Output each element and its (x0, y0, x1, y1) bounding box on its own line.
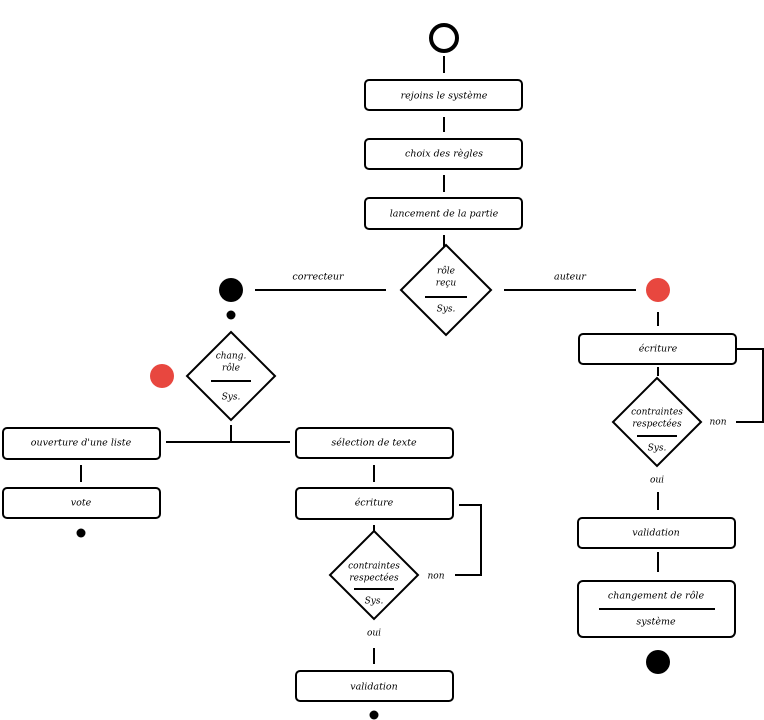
activity-label: rejoins le système (401, 91, 488, 102)
decision-line1: contraintes (631, 408, 683, 418)
decision-constraints-corrector: contraintes respectées Sys. (328, 529, 420, 621)
merge-node-icon (219, 278, 243, 302)
activity-joins-system: rejoins le système (364, 79, 523, 111)
activity-label: lancement de la partie (390, 209, 499, 220)
connectors (80, 56, 764, 664)
activity-open-list: ouverture d'une liste (2, 427, 161, 460)
activity-label: vote (71, 498, 92, 509)
branch-label-correcteur: correcteur (292, 272, 345, 283)
decision-sub: Sys. (222, 393, 241, 403)
activity-validation-author: validation (577, 517, 736, 549)
activity-sublabel: système (636, 617, 676, 628)
decision-role-received: rôle reçu Sys. (399, 243, 493, 337)
end-node-icon (76, 528, 86, 538)
activity-label: ouverture d'une liste (31, 438, 132, 449)
end-node-icon (646, 650, 670, 674)
decision-constraints-author: contraintes respectées Sys. (611, 376, 703, 468)
decision-line2: rôle (222, 363, 240, 374)
branch-label-auteur: auteur (554, 272, 587, 283)
guard-label-oui: oui (367, 629, 381, 639)
decision-line1: chang. (216, 352, 247, 362)
activity-label: choix des règles (405, 149, 483, 160)
red-node-icon (646, 278, 670, 302)
decision-sub: Sys. (365, 597, 384, 607)
decision-role-change: chang. rôle Sys. (185, 330, 277, 422)
small-node-icon (226, 310, 236, 320)
activity-label: validation (632, 528, 680, 539)
guard-label-oui: oui (650, 476, 664, 486)
activity-vote: vote (2, 487, 161, 519)
guard-label-non: non (709, 418, 726, 428)
decision-sub: Sys. (648, 444, 667, 454)
activity-launch-game: lancement de la partie (364, 197, 523, 230)
start-node-icon (429, 23, 459, 53)
activity-writing-author: écriture (578, 333, 737, 365)
decision-line1: contraintes (348, 562, 400, 572)
decision-sub: Sys. (437, 305, 456, 315)
activity-label: écriture (639, 344, 678, 355)
activity-validation-corrector: validation (295, 670, 454, 702)
activity-label: changement de rôle (608, 591, 705, 602)
activity-role-change: changement de rôle système (577, 580, 736, 638)
red-node-icon (150, 364, 174, 388)
activity-label: écriture (355, 498, 394, 509)
decision-line1: rôle (437, 266, 455, 277)
activity-text-selection: sélection de texte (295, 427, 454, 459)
decision-line2: reçu (436, 279, 457, 289)
activity-label: sélection de texte (331, 438, 417, 449)
decision-line2: respectées (349, 573, 399, 584)
activity-choose-rules: choix des règles (364, 138, 523, 170)
end-node-icon (369, 710, 379, 720)
activity-label: validation (350, 682, 398, 693)
decision-line2: respectées (632, 419, 682, 430)
guard-label-non: non (427, 572, 444, 582)
activity-writing-corrector: écriture (295, 487, 454, 520)
